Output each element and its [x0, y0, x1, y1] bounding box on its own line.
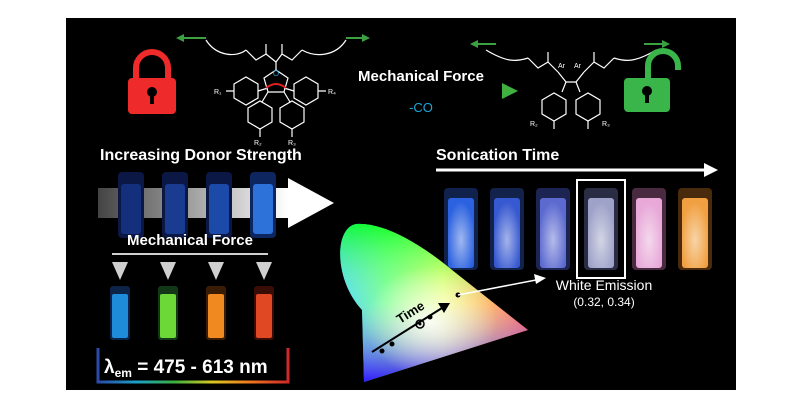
sonication-vial-4 [584, 188, 618, 270]
product-substituent-r3: R₃ [602, 121, 610, 128]
product-substituent-r2: R₂ [530, 121, 538, 128]
product-molecule [485, 49, 657, 129]
reaction-arrowhead [502, 83, 518, 99]
donor-vial-3 [206, 172, 232, 238]
force-vial-blue [110, 286, 130, 340]
lambda-value: = 475 - 613 nm [132, 357, 268, 378]
donor-vial-4 [250, 172, 276, 238]
trajectory-point-white [415, 319, 425, 329]
product-ar-right: Ar [574, 63, 582, 70]
locked-padlock-icon [128, 49, 176, 114]
donor-strength-title: Increasing Donor Strength [100, 147, 302, 164]
sonication-vial-5 [632, 188, 666, 270]
force-vials [110, 286, 274, 340]
sonication-vial-1 [444, 188, 478, 270]
substituent-r4: R₄ [328, 89, 336, 96]
donor-vials [118, 172, 276, 238]
trajectory-point-white-center [418, 322, 422, 326]
force-down-arrows [112, 262, 272, 280]
tension-arrows-right [470, 40, 670, 48]
substituent-r2: R₂ [254, 140, 262, 147]
sonication-vial-2 [490, 188, 524, 270]
reactant-molecule [205, 39, 347, 137]
ring-oxygen: O [273, 69, 279, 78]
white-emission-title: White Emission [556, 277, 652, 293]
lambda-symbol: λ [104, 357, 115, 378]
donor-vial-1 [118, 172, 144, 238]
reaction-arrow-label: Mechanical Force [358, 68, 484, 85]
force-vial-green [158, 286, 178, 340]
lambda-subscript: em [115, 366, 132, 380]
mechanochromic-figure: O R₁ R₄ R₂ R₃ Mechanical Force -CO Ar Ar… [96, 34, 718, 384]
unlocked-padlock-icon [624, 48, 681, 112]
white-emission-leader-line [457, 279, 537, 296]
sonication-time-arrowhead [704, 163, 718, 177]
reactant-bridge-bond [265, 83, 287, 89]
sonication-vial-6 [678, 188, 712, 270]
substituent-r3: R₃ [288, 140, 296, 147]
sonication-vial-3 [536, 188, 570, 270]
tension-arrows-left [176, 34, 370, 42]
white-emission-highlight-box [576, 179, 626, 279]
product-ar-left: Ar [558, 63, 566, 70]
trajectory-point-6 [379, 348, 385, 354]
sonication-vials [444, 188, 712, 270]
trajectory-point-5 [389, 341, 395, 347]
substituent-r1: R₁ [214, 89, 222, 96]
emission-range-label: λem = 475 - 613 nm [104, 357, 268, 380]
co-loss-label: -CO [409, 100, 433, 115]
emission-range-bracket [96, 348, 290, 384]
white-emission-leader-arrowhead [534, 274, 546, 284]
force-vial-orange [206, 286, 226, 340]
sonication-time-title: Sonication Time [436, 147, 559, 164]
force-vial-red [254, 286, 274, 340]
trajectory-point-2 [441, 303, 447, 309]
mechanical-force-title: Mechanical Force [127, 232, 253, 249]
trajectory-point-3 [427, 314, 433, 320]
donor-vial-2 [162, 172, 188, 238]
figure-panel: O R₁ R₄ R₂ R₃ Mechanical Force -CO Ar Ar… [66, 18, 736, 390]
white-emission-coordinates: (0.32, 0.34) [573, 295, 634, 309]
